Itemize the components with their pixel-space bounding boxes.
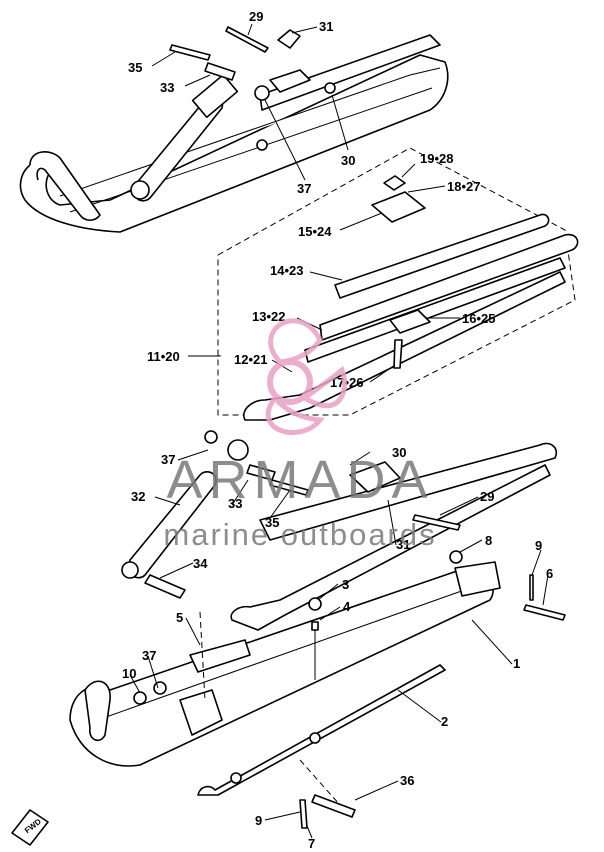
watermark-tagline: marine outboards — [163, 517, 436, 552]
watermark: ARMADA marine outboards — [163, 318, 436, 552]
callout-36: 36 — [400, 773, 414, 788]
callout-37-top: 37 — [297, 181, 311, 196]
callout-33-top: 33 — [160, 80, 174, 95]
callout-2: 2 — [441, 714, 448, 729]
watermark-brand: ARMADA — [166, 450, 433, 510]
callout-5: 5 — [176, 610, 183, 625]
callout-18-27: 18•27 — [447, 179, 480, 194]
callout-11-20: 11•20 — [147, 349, 180, 364]
callout-12-21: 12•21 — [234, 352, 267, 367]
callout-15-24: 15•24 — [298, 224, 332, 239]
callout-16-25: 16•25 — [462, 311, 495, 326]
assembled-ski-top — [19, 23, 449, 233]
callout-4: 4 — [343, 599, 351, 614]
callout-19-28: 19•28 — [420, 151, 453, 166]
callout-6: 6 — [546, 566, 553, 581]
callout-labels: 29 31 35 33 30 37 19•28 18•27 15•24 14•2… — [122, 9, 553, 851]
callout-7: 7 — [308, 836, 315, 851]
callout-13-22: 13•22 — [252, 309, 285, 324]
callout-29-top: 29 — [249, 9, 263, 24]
propeller-logo — [265, 318, 348, 436]
leaf-spring-stack — [188, 163, 579, 421]
callout-37-low: 37 — [142, 648, 156, 663]
callout-35-top: 35 — [128, 60, 142, 75]
callout-37-mid: 37 — [161, 452, 175, 467]
callout-31-top: 31 — [319, 19, 333, 34]
exploded-lower-parts — [69, 430, 566, 839]
callout-34: 34 — [193, 556, 208, 571]
callout-1: 1 — [513, 656, 520, 671]
callout-14-23: 14•23 — [270, 263, 303, 278]
callout-29-mid: 29 — [480, 489, 494, 504]
callout-8: 8 — [485, 533, 492, 548]
callout-9-right: 9 — [535, 538, 542, 553]
callout-32: 32 — [131, 489, 145, 504]
callout-9-bottom: 9 — [255, 813, 262, 828]
callout-3: 3 — [342, 577, 349, 592]
fwd-arrow: FWD — [11, 809, 49, 846]
callout-10: 10 — [122, 666, 136, 681]
callout-30-top: 30 — [341, 153, 355, 168]
exploded-view-boundary — [217, 147, 576, 416]
callout-35-mid: 35 — [265, 515, 279, 530]
callout-33-mid: 33 — [228, 496, 242, 511]
callout-31-mid: 31 — [396, 537, 410, 552]
callout-30-mid: 30 — [392, 445, 406, 460]
